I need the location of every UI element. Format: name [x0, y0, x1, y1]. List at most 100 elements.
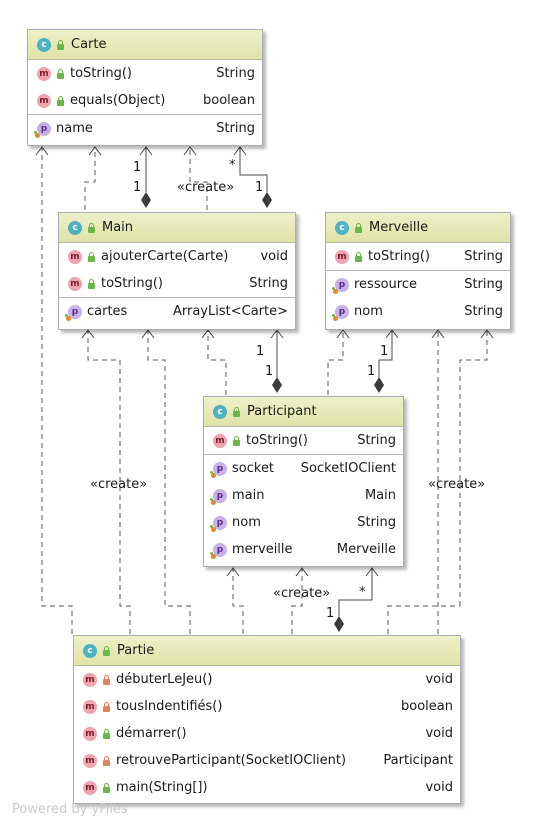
class-header: c Partie: [74, 636, 460, 666]
diamond-main: [141, 192, 151, 208]
property-icon: p: [210, 488, 227, 505]
create-stereotype: «create»: [428, 477, 486, 492]
property-name: nom: [354, 304, 383, 319]
method-type: void: [425, 780, 453, 795]
methods-section: m toString() String: [326, 243, 510, 271]
dep-partie-carte: [41, 147, 73, 634]
public-lock-icon: [102, 728, 111, 739]
method-row[interactable]: m toString() String: [59, 270, 295, 297]
class-name: Participant: [247, 404, 317, 419]
property-icon-letter: p: [338, 306, 346, 317]
method-row[interactable]: m toString() String: [28, 60, 262, 87]
diamond-participant-merveille: [374, 377, 384, 393]
dep-partie-main-2: [147, 330, 191, 634]
method-row[interactable]: m toString() String: [204, 427, 403, 454]
package-dot-icon: [332, 313, 335, 317]
class-header: c Carte: [28, 30, 262, 60]
property-row[interactable]: p cartes ArrayList<Carte>: [59, 298, 295, 325]
method-type: void: [260, 249, 288, 264]
method-icon: m: [83, 699, 97, 714]
method-icon: m: [68, 249, 82, 264]
method-name: ajouterCarte(Carte): [101, 249, 229, 264]
property-type: SocketIOClient: [300, 461, 396, 476]
private-lock-icon: [102, 674, 111, 685]
method-name: toString(): [368, 249, 430, 264]
property-row[interactable]: p nom String: [326, 298, 510, 325]
property-type: ArrayList<Carte>: [172, 304, 288, 319]
property-row[interactable]: p name String: [28, 115, 262, 142]
public-lock-icon: [354, 222, 363, 233]
public-lock-icon: [87, 222, 96, 233]
dep-partie-participant-2: [291, 568, 303, 634]
mult-label: 1: [133, 180, 142, 195]
comp-participant-merveille: [378, 330, 393, 377]
method-icon: m: [213, 433, 227, 448]
property-name: nom: [232, 515, 261, 530]
method-name: tousIndentifiés(): [116, 699, 223, 714]
class-carte[interactable]: c Carte m toString() String m equals(Obj…: [27, 29, 263, 146]
property-type: Merveille: [336, 542, 396, 557]
private-lock-icon: [102, 755, 111, 766]
dep-partie-participant-1: [232, 568, 244, 634]
property-row[interactable]: p nom String: [204, 509, 403, 536]
method-row[interactable]: m main(String[]) void: [74, 774, 460, 801]
property-icon: p: [210, 515, 227, 532]
method-icon: m: [37, 93, 51, 108]
package-dot-icon: [210, 524, 213, 528]
package-dot-icon: [210, 470, 213, 474]
property-row[interactable]: p ressource String: [326, 271, 510, 298]
public-lock-icon: [87, 251, 96, 262]
property-icon: p: [210, 542, 227, 559]
method-row[interactable]: m equals(Object) boolean: [28, 87, 262, 114]
method-row[interactable]: m ajouterCarte(Carte) void: [59, 243, 295, 270]
method-name: equals(Object): [70, 93, 166, 108]
method-row[interactable]: m toString() String: [326, 243, 510, 270]
dep-main-carte-1: [84, 147, 96, 210]
class-merveille[interactable]: c Merveille m toString() String p ressou…: [325, 212, 511, 330]
property-row[interactable]: p merveille Merveille: [204, 536, 403, 563]
property-type: String: [464, 304, 503, 319]
class-participant[interactable]: c Participant m toString() String p sock…: [203, 396, 404, 567]
public-lock-icon: [354, 251, 363, 262]
property-icon: p: [332, 277, 349, 294]
method-row[interactable]: m retrouveParticipant(SocketIOClient) Pa…: [74, 747, 460, 774]
property-row[interactable]: p main Main: [204, 482, 403, 509]
method-row[interactable]: m tousIndentifiés() boolean: [74, 693, 460, 720]
mult-label: *: [359, 585, 366, 600]
package-dot-icon: [34, 130, 37, 134]
diamond-participant-main: [272, 377, 282, 393]
class-icon: c: [213, 404, 227, 419]
property-name: cartes: [87, 304, 128, 319]
dep-main-carte-2: [189, 147, 208, 210]
method-row[interactable]: m débuterLeJeu() void: [74, 666, 460, 693]
public-lock-icon: [232, 406, 241, 417]
properties-section: p cartes ArrayList<Carte>: [59, 298, 295, 325]
class-partie[interactable]: c Partie m débuterLeJeu() void m tousInd…: [73, 635, 461, 804]
property-icon-letter: p: [216, 490, 224, 501]
methods-section: m débuterLeJeu() void m tousIndentifiés(…: [74, 666, 460, 801]
public-lock-icon: [56, 95, 65, 106]
package-dot-icon: [211, 499, 216, 505]
property-icon-letter: p: [40, 123, 48, 134]
public-lock-icon: [56, 39, 65, 50]
package-dot-icon: [210, 497, 213, 501]
property-row[interactable]: p socket SocketIOClient: [204, 455, 403, 482]
create-stereotype: «create»: [273, 586, 331, 601]
property-name: ressource: [354, 277, 418, 292]
property-type: String: [216, 121, 255, 136]
mult-label: 1: [256, 344, 265, 359]
method-name: toString(): [101, 276, 163, 291]
package-dot-icon: [65, 313, 68, 317]
method-type: void: [425, 726, 453, 741]
static-method-icon: m: [83, 780, 97, 795]
package-dot-icon: [211, 472, 216, 478]
class-main[interactable]: c Main m ajouterCarte(Carte) void m toSt…: [58, 212, 296, 330]
mult-label: 1: [380, 344, 389, 359]
property-icon-letter: p: [216, 463, 224, 474]
method-row[interactable]: m démarrer() void: [74, 720, 460, 747]
mult-label: 1: [326, 606, 335, 621]
class-name: Carte: [71, 37, 107, 52]
property-icon: p: [65, 304, 82, 321]
